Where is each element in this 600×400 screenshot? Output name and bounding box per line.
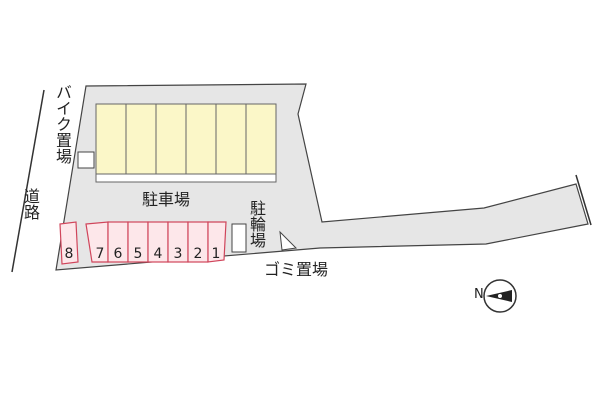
compass-icon [483, 279, 517, 313]
parking-slot-number: 1 [212, 246, 221, 262]
bike-parking-box [77, 151, 95, 169]
north-label: N [474, 287, 484, 302]
building-unit [125, 103, 157, 175]
parking-slot-number: 6 [114, 246, 123, 262]
parking-slot-number: 8 [65, 246, 74, 262]
building-unit [215, 103, 247, 175]
parking-slot-1 [207, 221, 227, 263]
car-parking-label: 駐車場 [142, 190, 191, 209]
garbage-label: ゴミ置場 [264, 260, 329, 279]
parking-slot-number: 4 [154, 246, 163, 262]
road-label: 道路 [21, 188, 40, 220]
building-unit [155, 103, 187, 175]
building-unit [245, 103, 277, 175]
bicycle-parking-box [231, 223, 247, 253]
road-end-line [575, 174, 592, 226]
building-unit [95, 103, 127, 175]
parking-slot-number: 7 [96, 246, 105, 262]
parking-slot-8: 8 [59, 221, 79, 265]
road-edge-line [11, 89, 45, 273]
parking-slot-number: 2 [194, 246, 203, 262]
bicycle-parking-label: 駐輪場 [247, 200, 266, 248]
bike-parking-label: バイク置場 [53, 84, 72, 164]
garbage-icon [279, 230, 298, 251]
parking-slots-row [85, 221, 227, 263]
building-unit [185, 103, 217, 175]
building [95, 103, 277, 175]
parking-slot-number: 5 [134, 246, 143, 262]
building-base [95, 173, 277, 183]
parking-slot-number: 3 [174, 246, 183, 262]
